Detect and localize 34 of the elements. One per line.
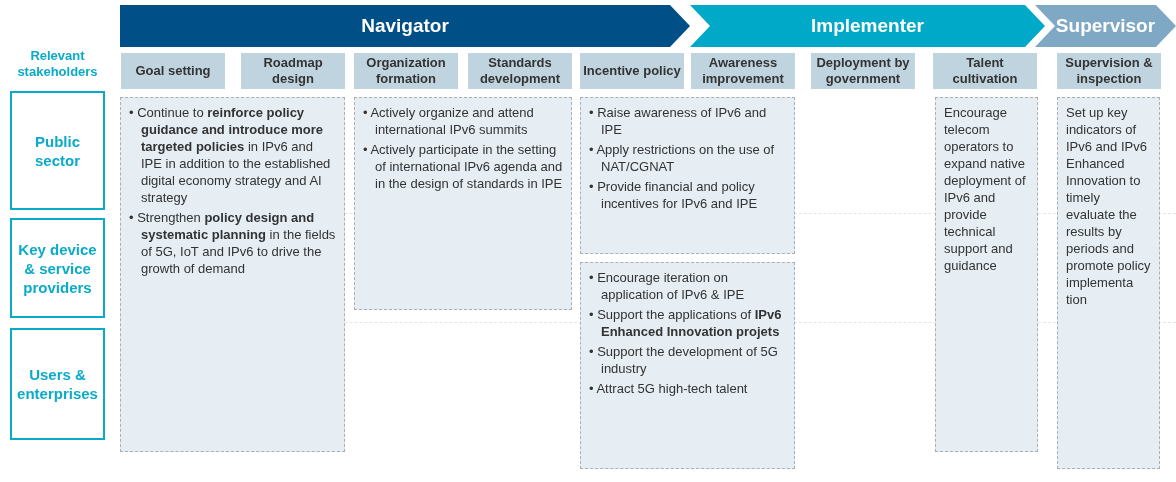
stakeholder-box: Users & enterprises bbox=[10, 328, 105, 440]
measures-panel bbox=[120, 97, 345, 452]
body-text: Encourage telecom operators to expand native deployment of IPv6 and provide technical support and guidance bbox=[944, 104, 1027, 274]
activity-header: Standards development bbox=[468, 53, 572, 89]
column-heading: Relevant stakeholders bbox=[16, 48, 99, 80]
phase-title: Navigator bbox=[361, 15, 449, 37]
stakeholder-box: Public sector bbox=[10, 91, 105, 210]
activity-header: Deployment by government bbox=[811, 53, 915, 89]
activity-header: Goal setting bbox=[121, 53, 225, 89]
bullet-item: • Actively participate in the setting of international IPv6 agenda and in the design of standards in IPE bbox=[363, 141, 563, 192]
phase-title: Implementer bbox=[811, 15, 924, 37]
activity-header: Supervision & inspection bbox=[1057, 53, 1161, 89]
stakeholder-box: Key device & service providers bbox=[10, 218, 105, 318]
bullet-item: • Apply restrictions on the use of NAT/CGNAT bbox=[589, 141, 776, 175]
bullet-item: • Support the applications of IPv6 Enhanced Innovation projets bbox=[589, 306, 783, 340]
measures-panel bbox=[580, 262, 795, 469]
bullet-item: • Encourage iteration on application of IPv6 & IPE bbox=[589, 269, 746, 303]
bullet-item: • Strengthen policy design and systematic planning in the fields of 5G, IoT and IPv6 to drive the growth of demand bbox=[129, 209, 336, 277]
bullet-item: • Actively organize and attend international IPv6 summits bbox=[363, 104, 535, 138]
bullet-item: • Attract 5G high-tech talent bbox=[589, 380, 749, 397]
activity-header: Organization formation bbox=[354, 53, 458, 89]
activity-header: Incentive policy bbox=[580, 53, 684, 89]
activity-header: Talent cultivation bbox=[933, 53, 1037, 89]
measures-panel bbox=[935, 97, 1038, 452]
bullet-item: • Support the development of 5G industry bbox=[589, 343, 779, 377]
body-text: Set up key indicators of IPv6 and IPv6 Enhanced Innovation to timely evaluate the results by periods and promote policy implementa tion bbox=[1066, 104, 1151, 308]
phase-title: Supervisor bbox=[1055, 15, 1156, 37]
bullet-item: • Provide financial and policy incentives for IPv6 and IPE bbox=[589, 178, 759, 212]
measures-panel bbox=[1057, 97, 1160, 469]
bullet-item: • Raise awareness of IPv6 and IPE bbox=[589, 104, 768, 138]
activity-header: Roadmap design bbox=[241, 53, 345, 89]
activity-header: Awareness improvement bbox=[691, 53, 795, 89]
measures-panel bbox=[580, 97, 795, 254]
measures-panel bbox=[354, 97, 572, 310]
